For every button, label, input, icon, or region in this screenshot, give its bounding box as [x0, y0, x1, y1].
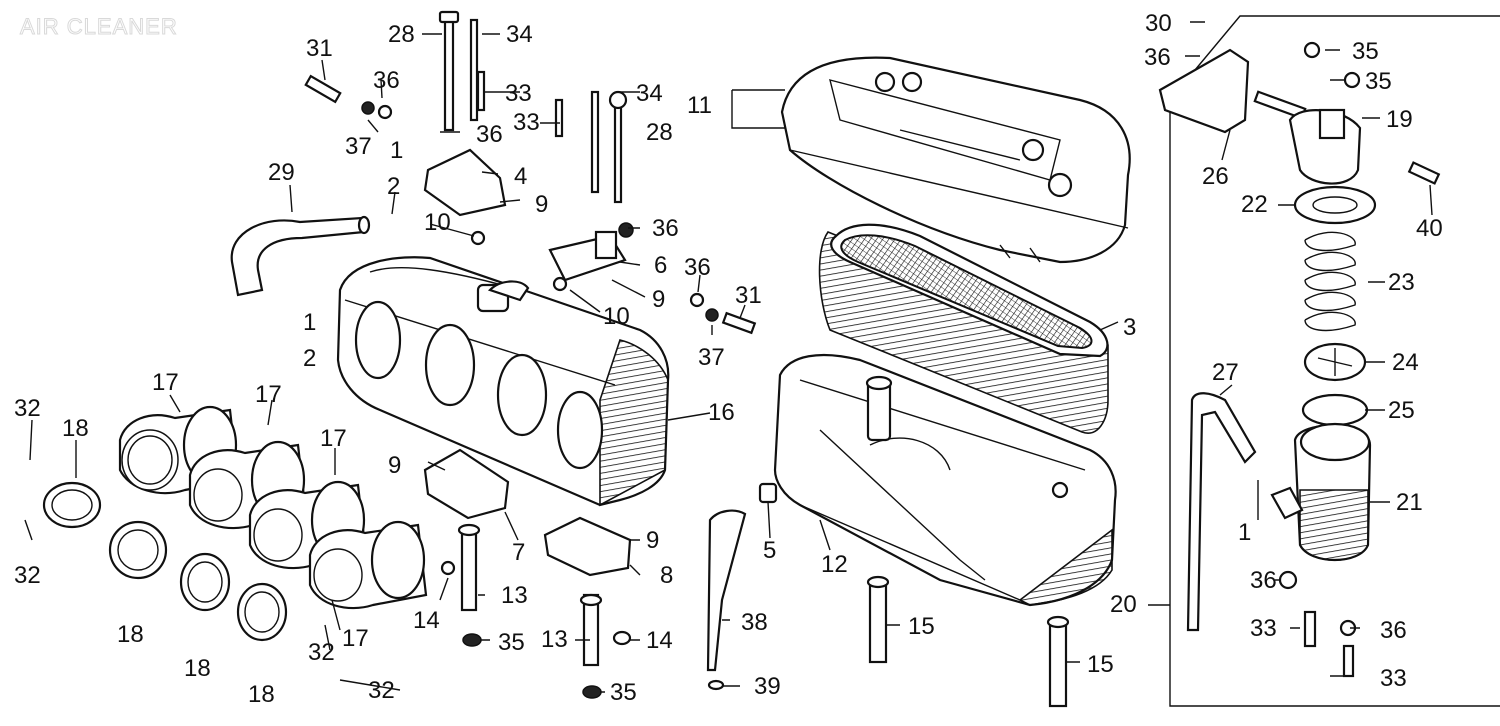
callout-32-c: 32: [308, 639, 335, 666]
air-cleaner-case: [773, 353, 1117, 607]
callout-labels: 28 34 31 36 33 37 36 1 2 29 4 9 10 34 33…: [14, 10, 1443, 708]
callout-26: 26: [1202, 163, 1229, 190]
filter-element: [818, 223, 1109, 434]
callout-36-d: 36: [684, 254, 711, 281]
callout-17-c: 17: [320, 425, 347, 452]
callout-3: 3: [1123, 314, 1136, 341]
callout-36-e: 36: [1144, 44, 1171, 71]
callout-16: 16: [708, 399, 735, 426]
callout-32-a: 32: [14, 395, 41, 422]
callout-32-b: 32: [14, 562, 41, 589]
callout-2-a: 2: [387, 173, 400, 200]
fasteners: [304, 10, 1070, 708]
callout-9-a: 9: [535, 191, 548, 218]
callout-22: 22: [1241, 191, 1268, 218]
callout-15-b: 15: [1087, 651, 1114, 678]
callout-32-d: 32: [368, 677, 395, 704]
callout-8: 8: [660, 562, 673, 589]
callout-21: 21: [1396, 489, 1423, 516]
callout-37-a: 37: [345, 133, 372, 160]
callout-9-d: 9: [646, 527, 659, 554]
intake-chamber: [336, 256, 670, 507]
air-cleaner-cover: [780, 56, 1131, 264]
callout-19: 19: [1386, 106, 1413, 133]
callout-18-a: 18: [62, 415, 89, 442]
callout-35-a: 35: [498, 629, 525, 656]
callout-34-a: 34: [506, 21, 533, 48]
callout-15-a: 15: [908, 613, 935, 640]
callout-5: 5: [763, 537, 776, 564]
callout-34-b: 34: [636, 80, 663, 107]
callout-36-g: 36: [1380, 617, 1407, 644]
callout-23: 23: [1388, 269, 1415, 296]
callout-31-a: 31: [306, 35, 333, 62]
callout-17-d: 17: [342, 625, 369, 652]
callout-4: 4: [514, 163, 527, 190]
callout-1-b: 1: [303, 309, 316, 336]
callout-20: 20: [1110, 591, 1137, 618]
insulator-4: [308, 520, 428, 610]
callout-31-b: 31: [735, 282, 762, 309]
callout-14-a: 14: [413, 607, 440, 634]
insulator-group: [118, 405, 428, 610]
callout-1-c: 1: [1238, 519, 1251, 546]
breather-hose: [230, 215, 371, 297]
callout-29: 29: [268, 159, 295, 186]
callout-9-c: 9: [388, 452, 401, 479]
callout-10-b: 10: [603, 303, 630, 330]
callout-14-b: 14: [646, 627, 673, 654]
callout-36-c: 36: [652, 215, 679, 242]
callout-25: 25: [1388, 397, 1415, 424]
callout-24: 24: [1392, 349, 1419, 376]
callout-9-b: 9: [652, 286, 665, 313]
callout-18-c: 18: [184, 655, 211, 682]
callout-33-a: 33: [505, 80, 532, 107]
callout-38: 38: [741, 609, 768, 636]
callout-18-b: 18: [117, 621, 144, 648]
callout-18-d: 18: [248, 681, 275, 708]
callout-11: 11: [687, 92, 712, 119]
callout-35-b: 35: [610, 679, 637, 706]
callout-36-f: 36: [1250, 567, 1277, 594]
callout-13-a: 13: [501, 582, 528, 609]
callout-2-b: 2: [303, 345, 316, 372]
callout-35-d: 35: [1365, 68, 1392, 95]
callout-10-a: 10: [424, 209, 451, 236]
callout-6: 6: [654, 252, 667, 279]
callout-13-b: 13: [541, 626, 568, 653]
clamp-group: [42, 481, 288, 642]
callout-1-a: 1: [390, 137, 403, 164]
callout-12: 12: [821, 551, 848, 578]
callout-33-c: 33: [1250, 615, 1277, 642]
callout-37-b: 37: [698, 344, 725, 371]
callout-33-b: 33: [513, 109, 540, 136]
callout-40: 40: [1416, 215, 1443, 242]
callout-39: 39: [754, 673, 781, 700]
callout-33-d: 33: [1380, 665, 1407, 692]
breather-assembly: [1158, 15, 1500, 707]
diagram-title: AIR CLEANER: [20, 14, 178, 40]
callout-27: 27: [1212, 359, 1239, 386]
callout-30: 30: [1145, 10, 1172, 37]
callout-36-a: 36: [373, 67, 400, 94]
callout-17-b: 17: [255, 381, 282, 408]
callout-28-a: 28: [388, 21, 415, 48]
callout-7: 7: [512, 539, 525, 566]
callout-17-a: 17: [152, 369, 179, 396]
callout-36-b: 36: [476, 121, 503, 148]
leader-lines: [24, 21, 1433, 693]
callout-35-c: 35: [1352, 38, 1379, 65]
callout-28-b: 28: [646, 119, 673, 146]
